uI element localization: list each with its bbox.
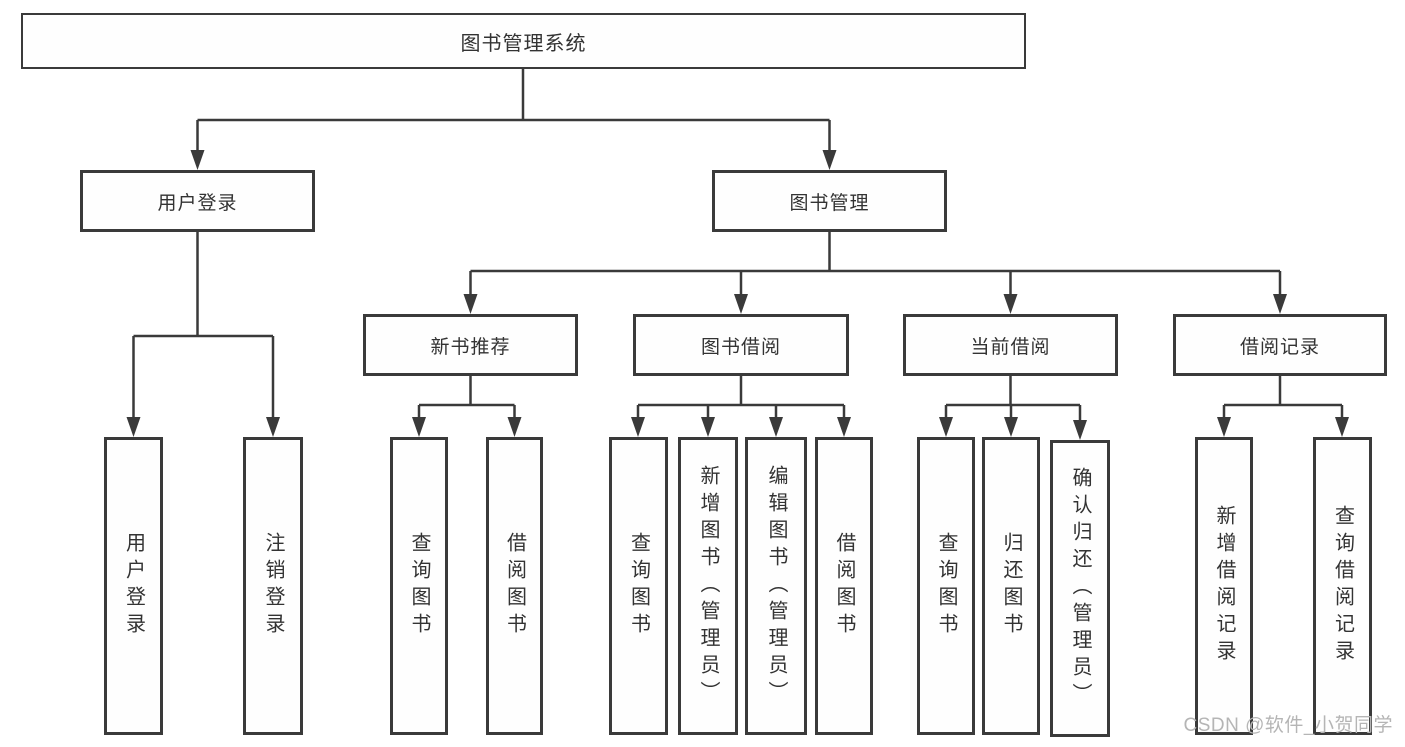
leaf-cb-return-books: 归还图书 xyxy=(982,437,1040,735)
leaf-br-query-record: 查询借阅记录 xyxy=(1313,437,1372,735)
leaf-user-login: 用户登录 xyxy=(104,437,163,735)
leaf-bb-query-books: 查询图书 xyxy=(609,437,668,735)
node-user-login-label: 用户登录 xyxy=(157,192,238,214)
leaf-cb-query-books-label: 查询图书 xyxy=(935,532,957,640)
leaf-bb-add-books: 新增图书（管理员） xyxy=(678,437,738,735)
node-root-system: 图书管理系统 xyxy=(21,13,1026,69)
watermark: CSDN @软件_小贺同学 xyxy=(1183,715,1393,736)
leaf-cb-confirm-return-label: 确认归还（管理员） xyxy=(1069,467,1091,710)
leaf-logout: 注销登录 xyxy=(243,437,303,735)
node-root-label: 图书管理系统 xyxy=(460,32,587,55)
node-new-book-recommend-label: 新书推荐 xyxy=(430,336,511,358)
leaf-bb-add-books-label: 新增图书（管理员） xyxy=(697,464,719,708)
leaf-bb-borrow-books: 借阅图书 xyxy=(815,437,873,735)
node-borrow-records: 借阅记录 xyxy=(1173,314,1387,376)
node-new-book-recommend: 新书推荐 xyxy=(363,314,578,376)
node-user-login: 用户登录 xyxy=(80,170,315,232)
leaf-rec-borrow-books: 借阅图书 xyxy=(486,437,543,735)
leaf-rec-borrow-books-label: 借阅图书 xyxy=(503,532,526,640)
leaf-bb-edit-books: 编辑图书（管理员） xyxy=(745,437,807,735)
leaf-user-login-label: 用户登录 xyxy=(122,532,145,640)
leaf-rec-query-books-label: 查询图书 xyxy=(408,532,430,640)
leaf-cb-query-books: 查询图书 xyxy=(917,437,975,735)
leaf-br-add-record: 新增借阅记录 xyxy=(1195,437,1253,735)
leaf-bb-edit-books-label: 编辑图书（管理员） xyxy=(765,464,787,708)
leaf-br-add-record-label: 新增借阅记录 xyxy=(1213,505,1235,667)
node-book-management-label: 图书管理 xyxy=(789,192,870,214)
node-current-borrow: 当前借阅 xyxy=(903,314,1118,376)
node-book-borrow: 图书借阅 xyxy=(633,314,849,376)
leaf-br-query-record-label: 查询借阅记录 xyxy=(1331,505,1354,667)
node-current-borrow-label: 当前借阅 xyxy=(970,336,1051,358)
leaf-logout-label: 注销登录 xyxy=(262,532,284,640)
node-borrow-records-label: 借阅记录 xyxy=(1239,336,1320,358)
leaf-cb-return-books-label: 归还图书 xyxy=(1000,532,1022,640)
leaf-cb-confirm-return: 确认归还（管理员） xyxy=(1050,440,1110,737)
node-book-management: 图书管理 xyxy=(712,170,947,232)
leaf-bb-borrow-books-label: 借阅图书 xyxy=(833,532,855,640)
leaf-rec-query-books: 查询图书 xyxy=(390,437,448,735)
node-book-borrow-label: 图书借阅 xyxy=(700,336,781,358)
leaf-bb-query-books-label: 查询图书 xyxy=(627,532,650,640)
